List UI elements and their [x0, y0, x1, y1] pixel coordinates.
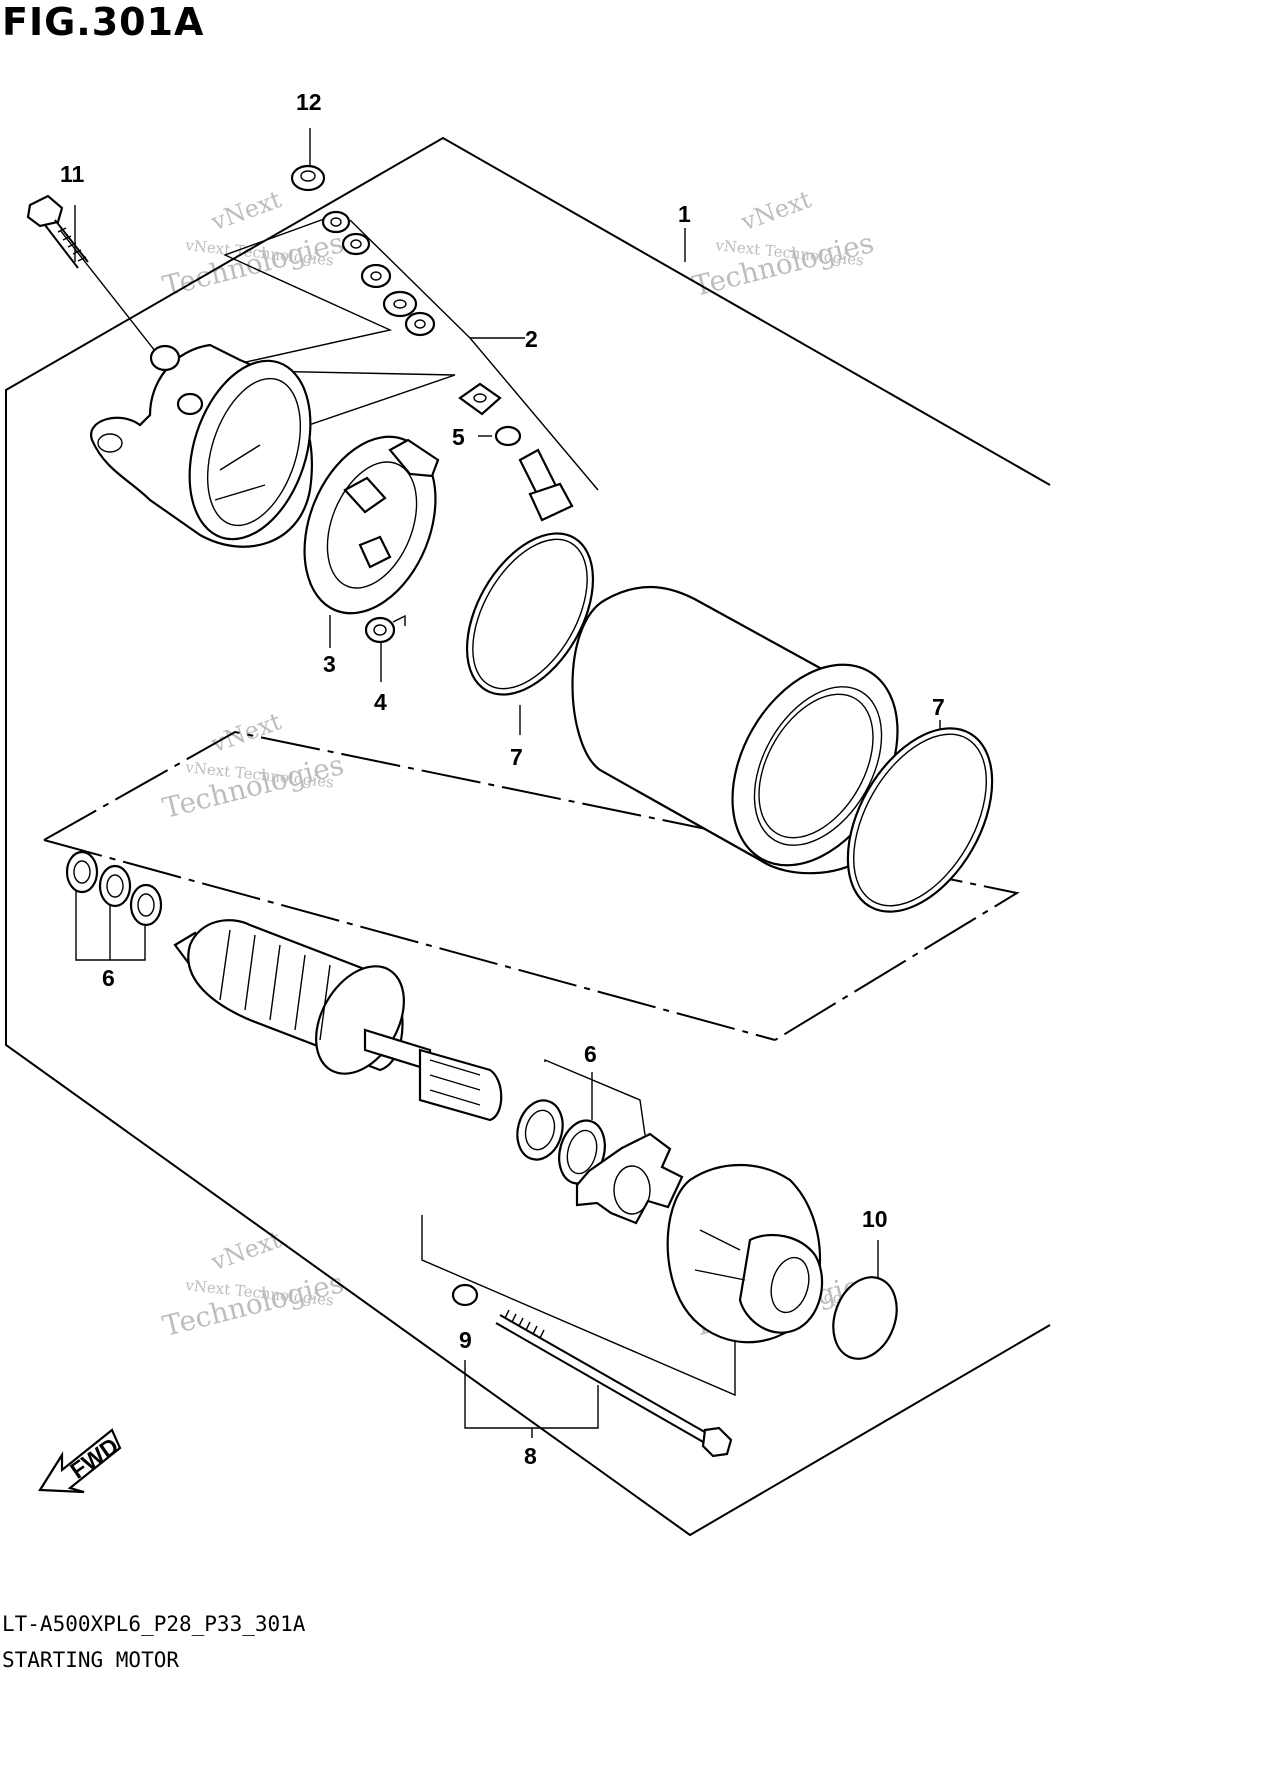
- figure-title: FIG.301A: [2, 0, 205, 44]
- watermark-text: vNext: [737, 185, 815, 236]
- assembly-frame: [5, 136, 1051, 1537]
- oring-7-right: [846, 727, 994, 913]
- callout-2: 2: [525, 326, 538, 352]
- end-cover: [90, 343, 313, 548]
- bearing-4: [364, 614, 406, 644]
- watermark-text: vNext: [207, 185, 285, 236]
- watermark: vNext Technologies vNext Technologies: [159, 1225, 347, 1343]
- watermark: vNext Technologies vNext Technologies: [159, 707, 347, 825]
- callout-1: 1: [678, 201, 691, 227]
- terminal-bolt: [518, 448, 574, 522]
- through-bolt-8: [495, 1309, 733, 1458]
- callout-6-right: 6: [584, 1041, 597, 1067]
- watermark: vNext Technologies vNext Technologies: [689, 185, 877, 303]
- callout-9: 9: [459, 1327, 472, 1353]
- callout-6-left: 6: [102, 965, 115, 991]
- callout-3: 3: [323, 651, 336, 677]
- leader-2-zigzag: [209, 214, 456, 453]
- figure-code: LT-A500XPL6_P28_P33_301A: [2, 1612, 306, 1636]
- front-housing: [666, 1164, 824, 1344]
- callout-4: 4: [374, 689, 387, 715]
- armature: [173, 919, 503, 1122]
- exploded-diagram: vNext Technologies vNext Technologies vN…: [5, 89, 1051, 1537]
- callout-7-right: 7: [932, 694, 945, 720]
- oring-10: [832, 1276, 898, 1360]
- yoke-housing: [571, 585, 899, 875]
- oring-9: [451, 1283, 479, 1307]
- callout-11: 11: [60, 161, 85, 187]
- nut-12: [290, 164, 326, 192]
- washers-2: [321, 210, 502, 416]
- callout-12: 12: [296, 89, 322, 115]
- washers-6-left: [65, 850, 163, 927]
- callout-labels: 1 2 3 4 5 6 6 7 7 8 9 10 11 12: [60, 89, 945, 1469]
- oring-7-left: [465, 532, 595, 696]
- oring-5: [494, 425, 522, 447]
- figure-name: STARTING MOTOR: [2, 1648, 180, 1672]
- watermark-text: vNext: [207, 707, 285, 758]
- leader-9-bracket: [421, 1215, 736, 1397]
- leader-11-diag: [59, 229, 171, 371]
- brush-holder-3: [303, 435, 440, 615]
- leader-lines: [59, 128, 941, 1438]
- fwd-arrow-icon: FWD: [38, 1428, 123, 1494]
- watermark-text: vNext: [207, 1225, 285, 1276]
- callout-7-left: 7: [510, 744, 523, 770]
- leader-2-bracket: [349, 219, 599, 491]
- lock-plate: [575, 1132, 684, 1225]
- armature-frame: [43, 730, 1020, 1041]
- callout-8: 8: [524, 1443, 537, 1469]
- callout-5: 5: [452, 424, 465, 450]
- callout-10: 10: [862, 1206, 888, 1232]
- armature-frame-edge: [43, 839, 776, 1041]
- bolt-11: [26, 194, 89, 269]
